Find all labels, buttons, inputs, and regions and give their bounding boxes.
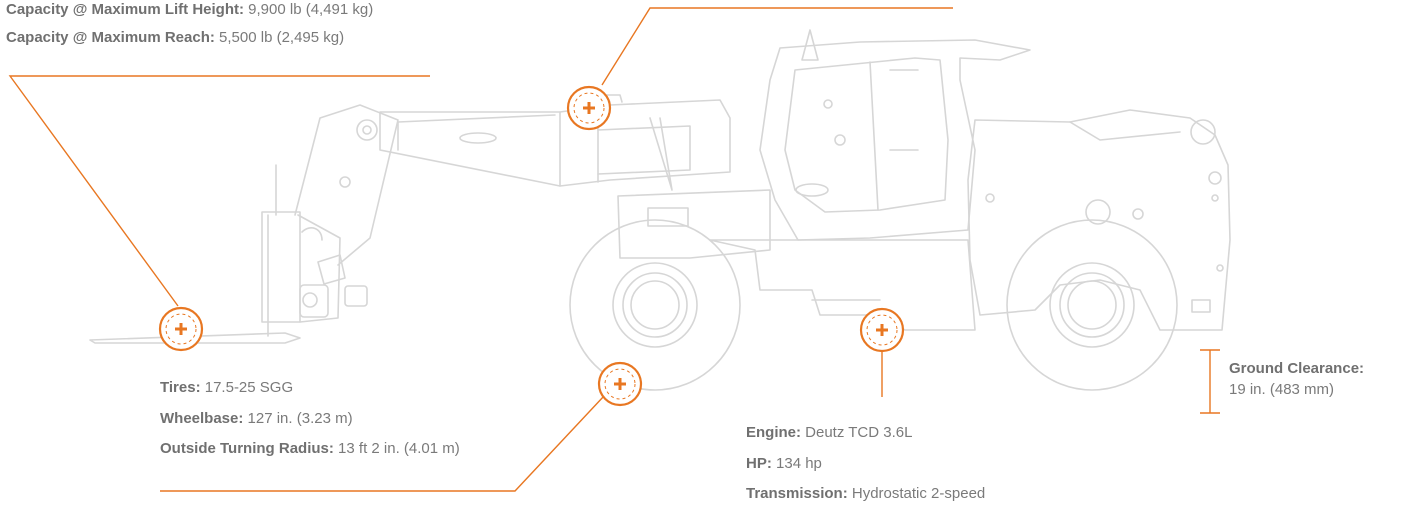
spec-label: Engine: [746, 424, 801, 441]
spec-label: Wheelbase: [160, 409, 244, 427]
spec-label: Outside Turning Radius: [160, 440, 334, 457]
spec-value: 5,500 lb (2,495 kg) [214, 28, 345, 46]
spec-value: Hydrostatic 2-speed [847, 485, 986, 502]
transmission-spec: Transmission: Hydrostatic 2-speed [746, 479, 985, 510]
turning-radius-spec: Outside Turning Radius: 13 ft 2 in. (4.0… [160, 434, 460, 465]
capacity-reach: Capacity @ Maximum Reach: 5,500 lb (2,49… [6, 24, 373, 52]
callout-leaders [8, 7, 953, 492]
telehandler-outline [89, 29, 1231, 391]
leader-line-chassis [160, 395, 605, 492]
chassis-specs: Tires: 17.5-25 SGG Wheelbase: 127 in. (3… [160, 373, 460, 465]
hotspot-capacity[interactable] [158, 306, 204, 352]
spec-value: 127 in. (3.23 m) [243, 409, 353, 427]
capacity-lift-height: Capacity @ Maximum Lift Height: 9,900 lb… [6, 0, 373, 24]
plus-icon [876, 324, 888, 336]
powertrain-specs: Engine: Deutz TCD 3.6L HP: 134 hp Transm… [746, 418, 985, 510]
spec-value: 134 hp [771, 454, 822, 472]
plus-icon [175, 323, 187, 335]
leader-line-capacity [8, 75, 430, 307]
ground-clearance-bracket [1200, 349, 1220, 414]
wheelbase-spec: Wheelbase: 127 in. (3.23 m) [160, 404, 460, 435]
spec-label: Transmission: [746, 485, 848, 502]
plus-icon [614, 378, 626, 390]
hotspot-boom[interactable] [566, 85, 612, 131]
tires-spec: Tires: 17.5-25 SGG [160, 373, 460, 404]
hotspot-engine[interactable] [859, 307, 905, 353]
spec-value: 17.5-25 SGG [200, 379, 294, 396]
engine-spec: Engine: Deutz TCD 3.6L [746, 418, 985, 449]
spec-label: HP: [746, 454, 772, 472]
ground-clearance-spec: Ground Clearance: 19 in. (483 mm) [1229, 358, 1364, 400]
spec-value: 13 ft 2 in. (4.01 m) [333, 440, 460, 457]
spec-value: 9,900 lb (4,491 kg) [244, 1, 374, 18]
ground-clearance-label: Ground Clearance: [1229, 360, 1365, 377]
spec-value: Deutz TCD 3.6L [801, 424, 913, 441]
hotspot-chassis[interactable] [597, 361, 643, 407]
leader-line-boom [601, 7, 953, 86]
capacity-specs: Capacity @ Maximum Lift Height: 9,900 lb… [6, 0, 373, 51]
hp-spec: HP: 134 hp [746, 449, 985, 480]
spec-label: Capacity @ Maximum Lift Height: [6, 1, 244, 18]
ground-clearance-value: 19 in. (483 mm) [1229, 381, 1335, 398]
spec-label: Tires: [160, 379, 201, 396]
spec-label: Capacity @ Maximum Reach: [6, 28, 215, 46]
plus-icon [583, 102, 595, 114]
